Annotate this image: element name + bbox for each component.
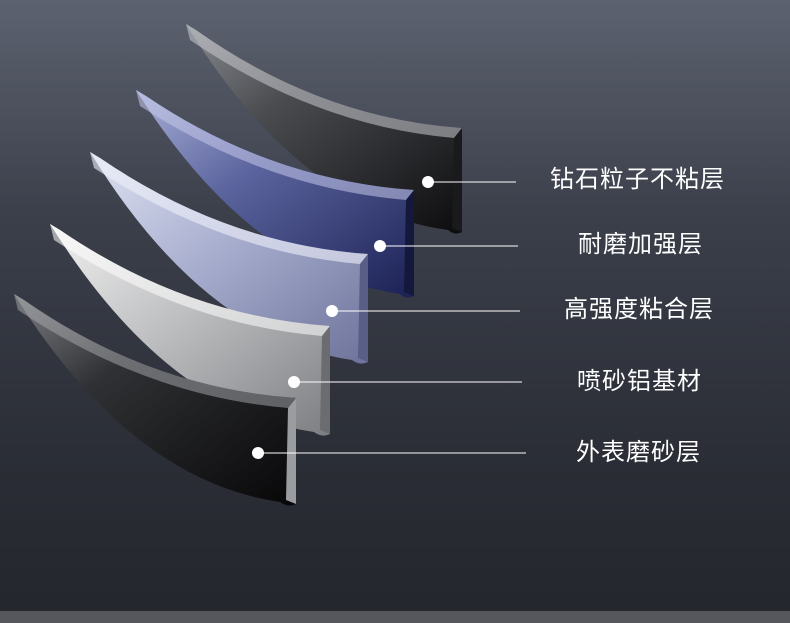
label-diamond-layer: 钻石粒子不粘层 (550, 165, 725, 193)
layer-wear-shape (136, 90, 414, 298)
bottom-strip (0, 611, 790, 623)
label-base-layer: 喷砂铝基材 (577, 367, 702, 395)
layer-diamond-shape (186, 24, 462, 234)
label-outer-layer: 外表磨砂层 (576, 438, 701, 466)
pointer-dot-diamond (422, 176, 434, 188)
layer-bond-shape (90, 152, 368, 364)
layer-base-shape (50, 224, 330, 436)
label-bond-layer: 高强度粘合层 (564, 295, 714, 323)
pointer-dot-base (288, 376, 300, 388)
pointer-dot-outer (252, 447, 264, 459)
layer-outer-shape (14, 294, 296, 506)
label-wear-layer: 耐磨加强层 (578, 230, 703, 258)
pointer-dot-bond (326, 305, 338, 317)
pointer-dot-wear (374, 240, 386, 252)
